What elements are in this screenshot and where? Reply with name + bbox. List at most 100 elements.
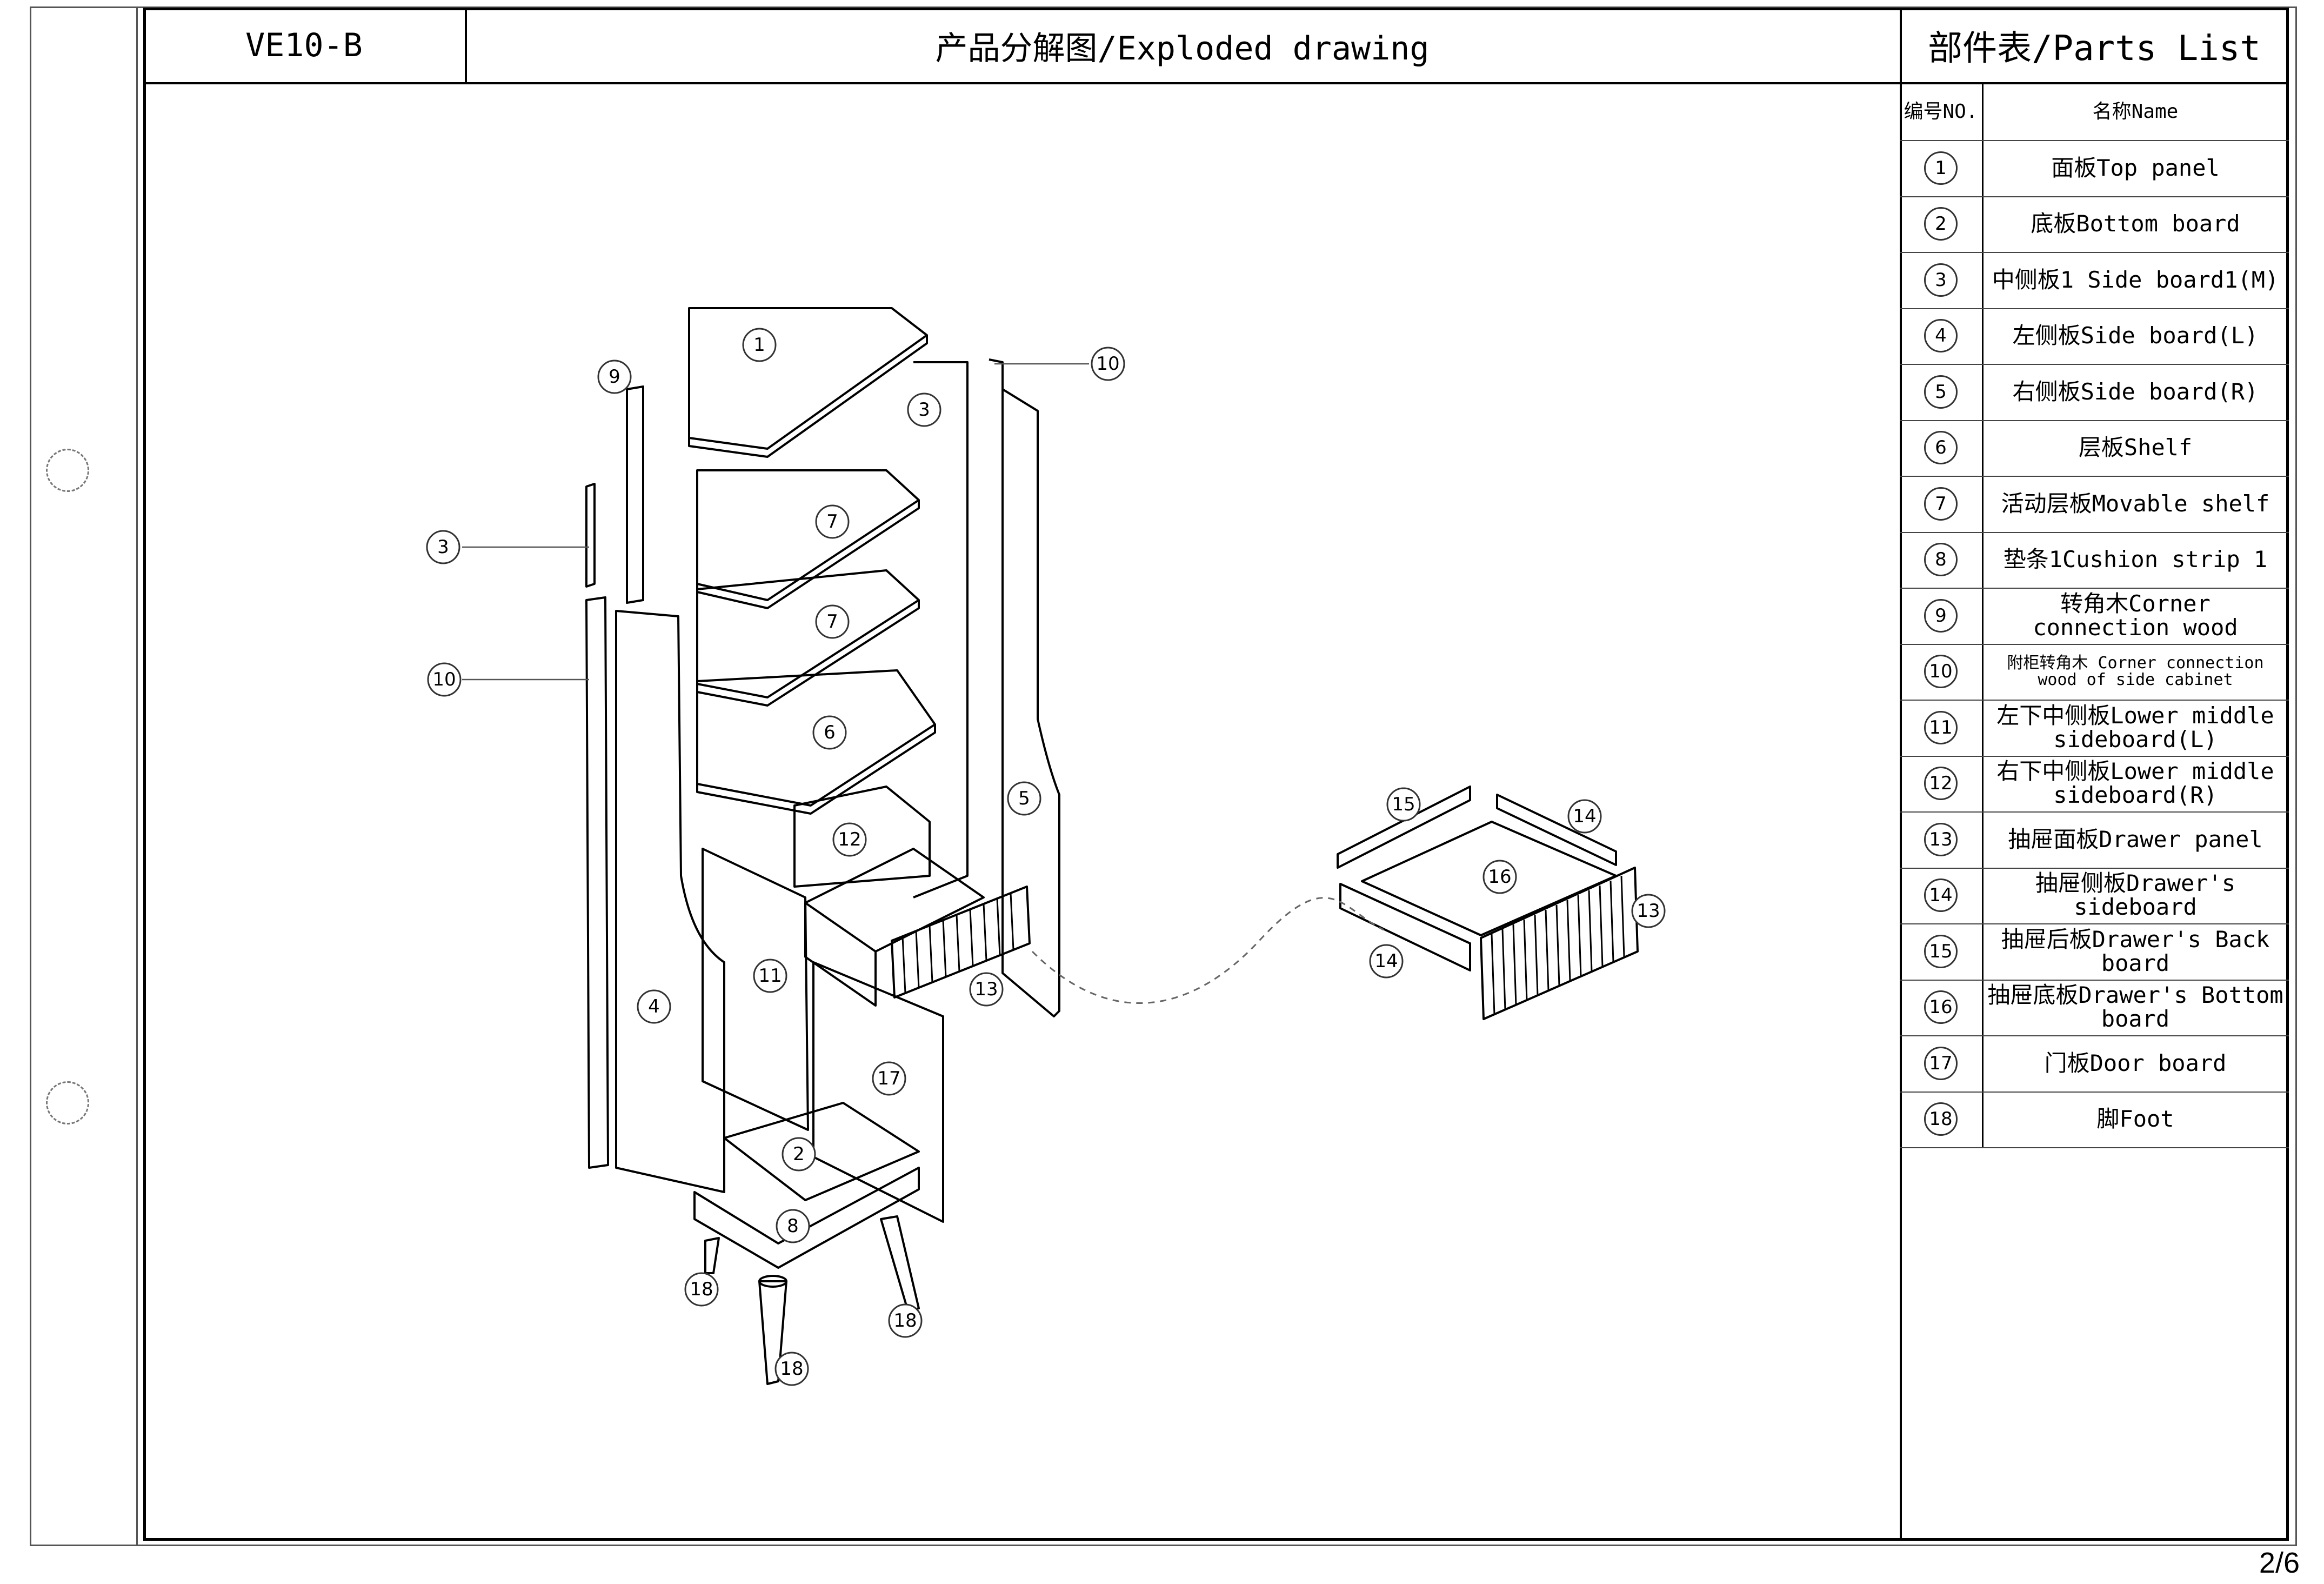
part-number: 18 (1900, 1092, 1982, 1148)
callout-circle-5 (1007, 781, 1041, 816)
table-row-divider (1900, 979, 2289, 981)
part-side-board-middle-left-strip (585, 483, 596, 588)
part-side-board-right (1001, 388, 1060, 1017)
part-number: 16 (1900, 980, 1982, 1036)
part-number: 17 (1900, 1035, 1982, 1092)
part-number-circle: 4 (1924, 319, 1958, 353)
part-number-circle: 7 (1924, 487, 1958, 521)
header-col-divider (465, 8, 467, 83)
part-number: 10 (1900, 644, 1982, 700)
part-drawer-panel-in-cabinet (891, 886, 1031, 999)
table-row-divider (1900, 308, 2289, 309)
part-number: 2 (1900, 196, 1982, 252)
table-row-divider (1900, 1091, 2289, 1093)
part-top-panel (688, 307, 928, 450)
part-name: 门板Door board (2044, 1049, 2227, 1076)
part-number: 12 (1900, 756, 1982, 812)
callout-circle-14a (1567, 799, 1602, 834)
part-number: 11 (1900, 700, 1982, 756)
part-name: 右侧板Side board(R) (2012, 378, 2259, 405)
callout-circle-2 (782, 1137, 816, 1172)
table-row-divider (1900, 700, 2289, 701)
part-number-circle: 3 (1924, 263, 1958, 297)
part-drawer-in-cabinet-side (804, 903, 877, 1007)
table-row-divider (1900, 867, 2289, 869)
part-name: 中侧板1 Side board1(M) (1992, 266, 2279, 293)
callout-label-15: 15 (1392, 794, 1415, 815)
part-number-circle: 13 (1924, 822, 1958, 856)
part-name: 底板Bottom board (2031, 210, 2240, 237)
callout-leaders (462, 363, 1089, 681)
table-row-divider (1900, 588, 2289, 589)
table-row-divider (1900, 476, 2289, 477)
col-header-name: 名称Name (2092, 100, 2179, 123)
callout-circle-10a (1091, 347, 1125, 381)
part-number-circle: 17 (1924, 1046, 1958, 1080)
part-name: 活动层板Movable shelf (2001, 490, 2270, 517)
callout-circle-9 (597, 360, 632, 394)
callout-circle-15 (1386, 787, 1421, 822)
callout-circle-18b (888, 1303, 923, 1338)
part-corner-wood-right (989, 358, 1004, 973)
table-row-divider (1900, 923, 2289, 924)
part-corner-connection-wood (626, 385, 644, 604)
callout-circle-18a (684, 1272, 719, 1307)
binding-margin-line (136, 6, 138, 1546)
part-bottom-board (723, 1102, 920, 1201)
part-number: 9 (1900, 588, 1982, 644)
part-number-circle: 16 (1924, 990, 1958, 1024)
table-row-divider (1900, 1147, 2289, 1148)
part-name: 左侧板Side board(L) (2012, 322, 2259, 349)
callout-label-3b: 3 (437, 536, 449, 558)
callout-circle-3b (426, 530, 460, 564)
part-shelf (696, 669, 936, 807)
part-foot-right (880, 1215, 920, 1312)
callout-label-14a: 14 (1573, 806, 1596, 827)
col-header-divider (1900, 140, 2289, 141)
callout-circle-11 (753, 959, 787, 993)
header-divider (143, 82, 2289, 84)
callout-label-5: 5 (1018, 788, 1030, 809)
callout-label-4: 4 (648, 996, 660, 1017)
part-name: 抽屉底板Drawer's Bottom board (1987, 982, 2283, 1033)
table-row-divider (1900, 811, 2289, 813)
callout-label-10b: 10 (432, 669, 456, 690)
callout-label-6: 6 (824, 722, 836, 743)
part-name: 垫条1Cushion strip 1 (2003, 546, 2268, 573)
callout-circle-3a (907, 392, 941, 427)
callout-label-3a: 3 (918, 399, 930, 421)
part-number-circle: 10 (1924, 655, 1958, 689)
part-number-circle: 15 (1924, 934, 1958, 968)
table-row-divider (1900, 755, 2289, 757)
part-name: 脚Foot (2096, 1106, 2174, 1133)
part-corner-wood-left (585, 596, 609, 1169)
callout-circle-7b (815, 604, 850, 639)
part-number: 14 (1900, 868, 1982, 924)
callout-label-11: 11 (758, 965, 782, 987)
table-row-divider (1900, 531, 2289, 533)
part-number-circle: 11 (1924, 710, 1958, 744)
callout-label-13a: 13 (974, 979, 998, 1000)
part-lower-middle-sideboard-left (702, 848, 809, 1131)
callout-label-7a: 7 (826, 511, 838, 533)
part-number: 8 (1900, 532, 1982, 588)
part-foot-loose (758, 1280, 787, 1385)
callout-circle-14b (1369, 944, 1404, 979)
col-header-no: 编号NO. (1904, 100, 1978, 123)
callout-circle-7a (815, 504, 850, 539)
parts-column-divider (1900, 8, 1902, 1541)
callout-circle-4 (637, 989, 671, 1024)
callout-circle-10b (427, 662, 462, 697)
parts-table-col-divider (1982, 83, 1984, 1148)
callout-label-9: 9 (609, 366, 620, 388)
part-door-board (812, 961, 944, 1223)
part-name: 左下中侧板Lower middle sideboard(L) (1996, 702, 2274, 753)
table-row-divider (1900, 643, 2289, 645)
part-number: 1 (1900, 140, 1982, 196)
part-drawer-back-board (1337, 786, 1471, 869)
part-number: 6 (1900, 420, 1982, 476)
table-row-divider (1900, 420, 2289, 421)
part-number: 7 (1900, 476, 1982, 532)
